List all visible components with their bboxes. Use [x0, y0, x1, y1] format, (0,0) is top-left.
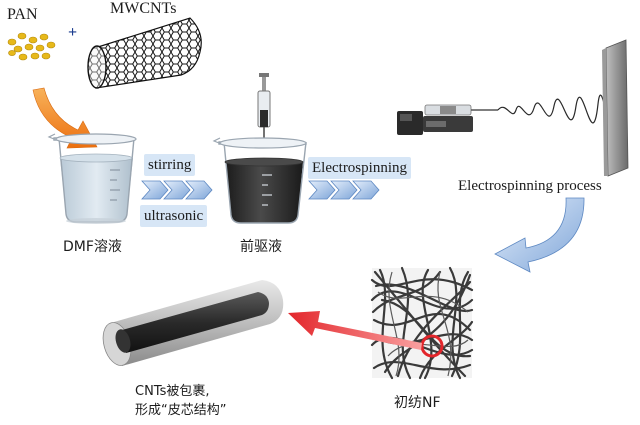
- syringe-icon: [257, 73, 271, 142]
- stirring-tag: stirring: [144, 154, 196, 176]
- core-shell-fiber: [102, 280, 284, 366]
- electrospinning-tag: Electrospinning: [308, 157, 411, 179]
- beaker-dmf: [47, 133, 137, 224]
- beaker-precursor: [212, 137, 307, 224]
- spinning-jet: [497, 94, 615, 126]
- ultrasonic-tag: ultrasonic: [140, 205, 208, 227]
- syringe-pump-icon: [397, 104, 498, 135]
- plus-sign: +: [68, 24, 78, 41]
- collector-plate: [602, 39, 629, 177]
- mwcnts-label: MWCNTs: [110, 0, 177, 17]
- pan-pellets: [7, 32, 56, 61]
- red-arrow: [288, 311, 422, 350]
- highlight-circle: [420, 334, 444, 358]
- coreshell-caption-line2: 形成“皮芯结构”: [135, 403, 227, 418]
- orange-arrow: [32, 87, 98, 149]
- pan-label: PAN: [7, 6, 38, 23]
- nanofiber-mat-fine: [377, 271, 469, 377]
- precursor-label: 前驱液: [240, 239, 282, 255]
- as-spun-nf-label: 初纺NF: [394, 395, 441, 411]
- blue-arrow: [494, 197, 585, 273]
- dmf-solution-label: DMF溶液: [63, 239, 122, 255]
- nanofiber-mat: [370, 266, 474, 380]
- carbon-nanotube-icon: [87, 17, 202, 89]
- process-chevrons-1: [141, 180, 213, 200]
- coreshell-caption-line1: CNTs被包裹,: [135, 384, 210, 399]
- electrospinning-process-label: Electrospinning process: [458, 178, 602, 194]
- process-chevrons-2: [308, 180, 380, 200]
